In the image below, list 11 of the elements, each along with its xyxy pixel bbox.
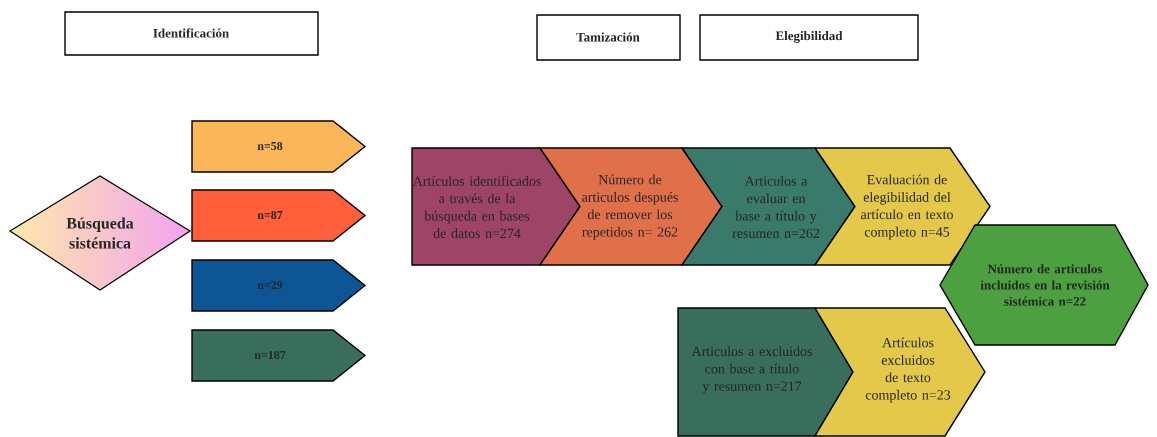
heading-box: Elegibilidad — [699, 14, 919, 61]
excluded-box: Articulos a excluidos con base a título y resumen n=217 — [677, 307, 854, 437]
source-box: n=58 — [191, 120, 367, 173]
source-box: n=29 — [191, 259, 367, 312]
step-box: Artículos identificados a través de la búsqueda en bases de datos n=274 — [411, 147, 581, 266]
source-box: n=187 — [191, 329, 367, 382]
heading-box: Tamización — [536, 14, 681, 61]
source-box: n=87 — [191, 189, 367, 242]
heading-box: Identificación — [64, 11, 319, 56]
step-box: Articulos a evaluar en base a título y resumen n=262 — [680, 147, 856, 266]
excluded-box: Artículos excluidos de texto completo n=23 — [813, 307, 986, 437]
